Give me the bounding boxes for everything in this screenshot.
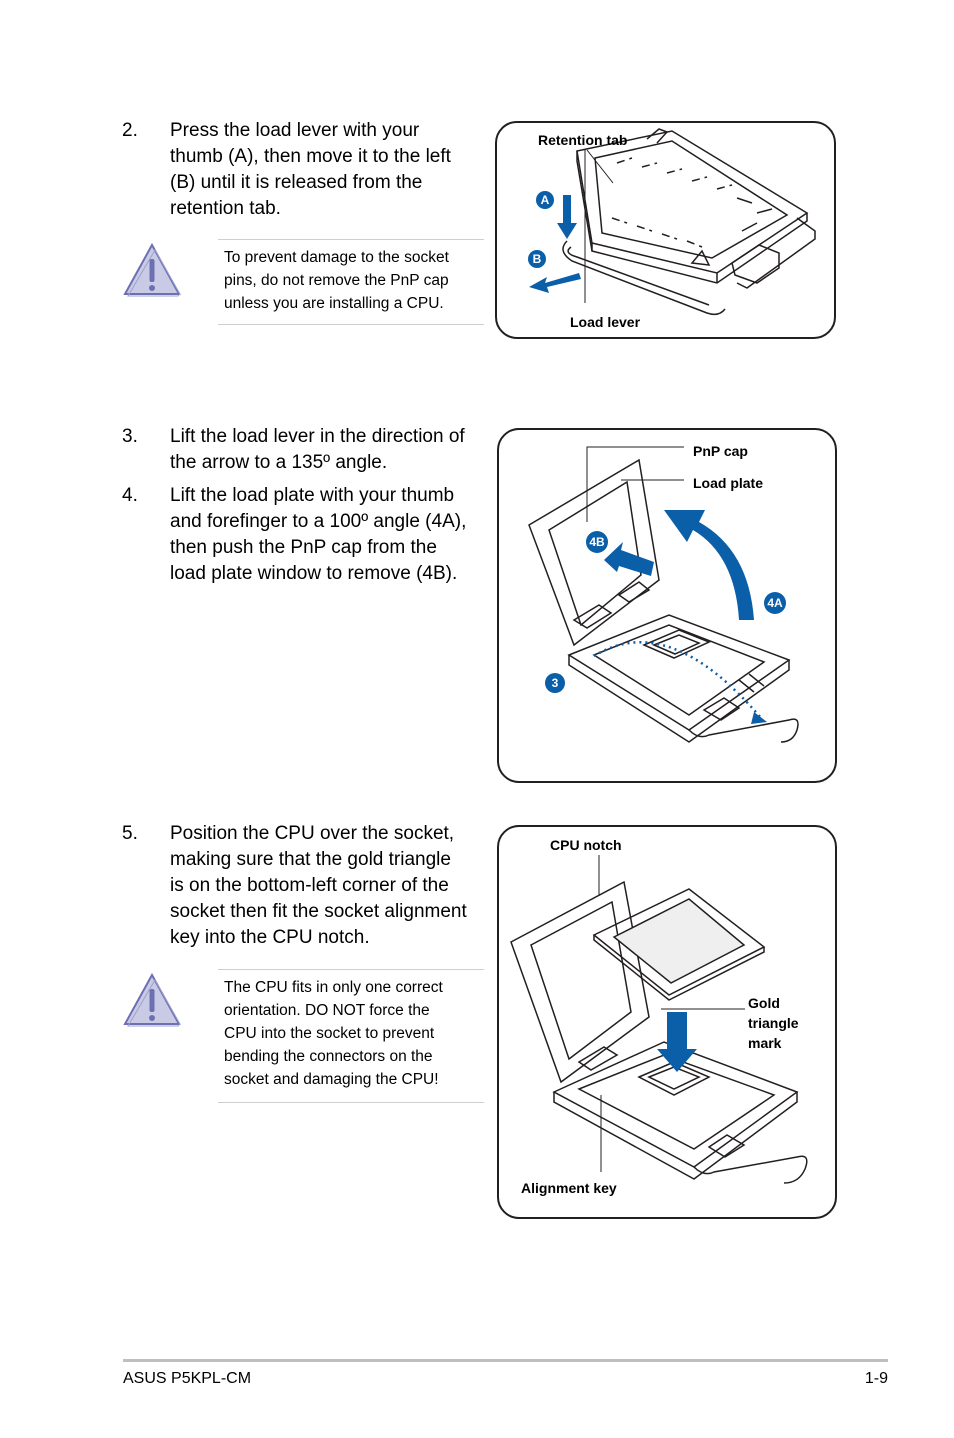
step-line: load plate window to remove (4B). (170, 563, 458, 584)
note-line: pins, do not remove the PnP cap (224, 272, 449, 289)
note-line: To prevent damage to the socket (224, 249, 449, 266)
socket-illustration (562, 128, 816, 316)
note-line: orientation. DO NOT force the (224, 1002, 430, 1019)
step-line: thumb (A), then move it to the left (170, 146, 451, 167)
label-gold-line2: triangle (748, 1015, 799, 1031)
figure-release-lever: A B Retention tab Load lever (495, 121, 836, 339)
warning-note-1: To prevent damage to the socket pins, do… (218, 239, 484, 325)
note-line: CPU into the socket to prevent (224, 1025, 435, 1042)
label-gold-line3: mark (748, 1035, 782, 1051)
warning-triangle-icon (123, 972, 181, 1027)
badge-a: A (536, 191, 554, 209)
badge-4a: 4A (764, 592, 786, 614)
figure-position-cpu: CPU notch Gold triangle mark Alignment k… (497, 825, 837, 1219)
step-3-number: 3. (122, 426, 138, 447)
rotation-arrowhead-icon (751, 712, 767, 724)
step-4-number: 4. (122, 485, 138, 506)
cpu-illustration (592, 888, 766, 1001)
svg-text:4B: 4B (589, 535, 605, 549)
warning-note-2: The CPU fits in only one correct orienta… (218, 969, 484, 1103)
note-line: bending the connectors on the (224, 1048, 433, 1065)
figure-lift-plate: 4B 4A 3 PnP cap Load plate (497, 428, 837, 783)
badge-3: 3 (545, 673, 565, 693)
svg-text:3: 3 (552, 676, 559, 690)
push-cap-arrow-icon (604, 542, 654, 576)
step-line: Press the load lever with your (170, 120, 420, 141)
place-cpu-arrow-icon (657, 1012, 697, 1072)
step-2-text: Press the load lever with your thumb (A)… (170, 118, 480, 222)
note-line: socket and damaging the CPU! (224, 1071, 439, 1088)
label-load-plate: Load plate (693, 475, 763, 491)
svg-text:A: A (541, 193, 550, 207)
badge-4b: 4B (586, 531, 608, 553)
step-line: Position the CPU over the socket, (170, 823, 455, 844)
step-2-number: 2. (122, 120, 138, 141)
step-line: (B) until it is released from the (170, 172, 423, 193)
step-line: Lift the load plate with your thumb (170, 485, 455, 506)
badge-b: B (528, 250, 546, 268)
rotation-path (593, 641, 762, 719)
footer-manual-title: ASUS P5KPL-CM (123, 1370, 252, 1387)
step-line: socket then fit the socket alignment (170, 901, 467, 922)
svg-text:B: B (533, 252, 542, 266)
step-line: making sure that the gold triangle (170, 849, 451, 870)
footer-page-number: 1-9 (864, 1370, 888, 1387)
socket-illustration (510, 880, 808, 1184)
label-load-lever: Load lever (570, 314, 641, 330)
step-line: is on the bottom-left corner of the (170, 875, 449, 896)
step-5-text: Position the CPU over the socket, making… (170, 821, 485, 951)
label-alignment-key: Alignment key (521, 1180, 617, 1196)
note-line: The CPU fits in only one correct (224, 979, 443, 996)
label-gold-line1: Gold (748, 995, 780, 1011)
step-4-text: Lift the load plate with your thumb and … (170, 483, 485, 587)
label-pnp-cap: PnP cap (693, 443, 748, 459)
step-line: Lift the load lever in the direction of (170, 426, 465, 447)
note-line: unless you are installing a CPU. (224, 295, 444, 312)
step-line: retention tab. (170, 198, 281, 219)
step-3-text: Lift the load lever in the direction of … (170, 424, 485, 476)
step-line: then push the PnP cap from the (170, 537, 437, 558)
step-5-number: 5. (122, 823, 138, 844)
move-left-arrow-icon (529, 273, 581, 293)
step-line: the arrow to a 135º angle. (170, 452, 388, 473)
press-arrow-icon (557, 195, 577, 239)
lift-plate-arrow-icon (664, 510, 754, 620)
svg-text:4A: 4A (767, 596, 783, 610)
label-retention-tab: Retention tab (538, 132, 627, 148)
step-line: and forefinger to a 100º angle (4A), (170, 511, 467, 532)
footer-rule (123, 1359, 888, 1362)
warning-triangle-icon (123, 242, 181, 297)
label-cpu-notch: CPU notch (550, 837, 622, 853)
socket-illustration (528, 458, 799, 743)
step-line: key into the CPU notch. (170, 927, 370, 948)
